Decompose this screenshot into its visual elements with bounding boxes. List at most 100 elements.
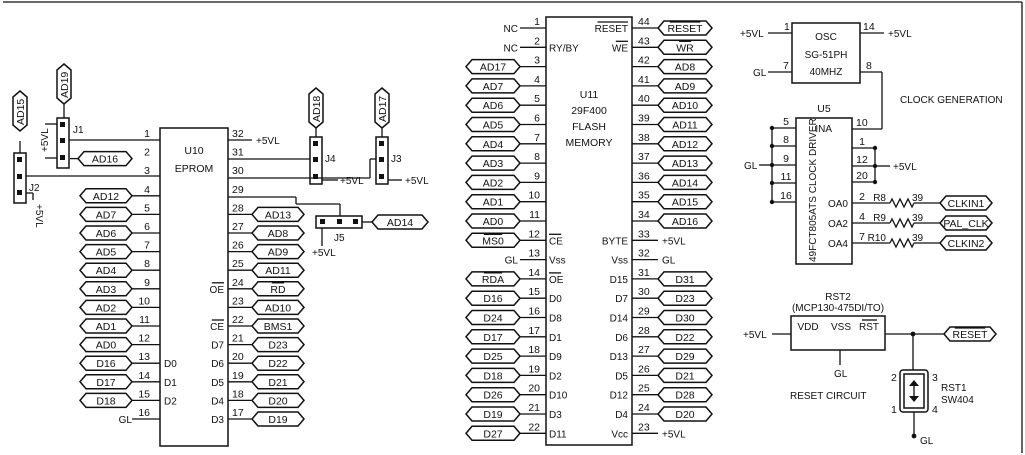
u5-out-pin-4: 4	[859, 211, 865, 223]
u11-net-WR: WR	[676, 42, 694, 54]
j1-label: J1	[73, 125, 84, 136]
u10-net-AD9: AD9	[268, 247, 289, 259]
jumper-ad15-tag	[12, 90, 28, 132]
sw-pin3: 3	[932, 372, 938, 384]
j2-5vl: +5VL	[33, 204, 44, 228]
u10-net-D21-tag	[251, 374, 305, 390]
u5-res-ref-R8: R8	[873, 193, 886, 204]
u10-net-AD8: AD8	[268, 228, 289, 240]
rst-part: (MCP130-475DI/TO)	[792, 303, 884, 314]
u5-res-val-R8: 39	[912, 193, 924, 204]
u11-pin-35-num: 35	[638, 190, 650, 202]
u11-net-AD13: AD13	[672, 158, 698, 170]
j3-pin	[379, 141, 384, 146]
u10-net-RD-tag	[251, 281, 305, 297]
u11-pin-26-label: D5	[615, 371, 628, 382]
u11-pin-15-num: 15	[528, 286, 540, 298]
sw-arrow-down-icon	[909, 396, 919, 402]
u11-net-AD16: AD16	[672, 216, 698, 228]
u11-net-AD6: AD6	[483, 100, 504, 112]
u11-pin-34-num: 34	[638, 209, 650, 221]
u11-net-MS0: MS0	[482, 235, 504, 247]
u11-pin-24-num: 24	[638, 402, 650, 414]
u11-pin-32-label: Vss	[611, 256, 628, 267]
u11-net-AD14-tag	[657, 174, 713, 191]
rst-rst: RST	[859, 322, 879, 333]
u11-pin-27-label: D13	[610, 352, 629, 363]
u11-net-AD16-tag	[657, 213, 713, 229]
u5-left-pin-9: 9	[783, 153, 789, 165]
u11-net-D27: D27	[483, 428, 502, 440]
osc-pin7: 7	[783, 60, 789, 72]
j2-label: J2	[29, 183, 40, 194]
u11-net-5vl-23: +5VL	[662, 429, 686, 440]
u11-net-D28-tag	[657, 386, 713, 403]
u11-net-D25-tag	[465, 348, 521, 364]
rst-net-out-tag	[943, 326, 997, 342]
u11-pin-28-label: D6	[615, 333, 628, 344]
rst-title: RESET CIRCUIT	[790, 391, 867, 402]
u10-pin-25-num: 25	[232, 258, 244, 270]
u5-left-pin-11: 11	[781, 171, 792, 183]
u11-net-AD6-tag	[465, 97, 521, 113]
rst-plus: +5VL	[743, 330, 767, 341]
j4-pin	[313, 157, 318, 162]
u11-net-gl-32: GL	[662, 256, 676, 267]
u11-net-AD4: AD4	[483, 139, 504, 151]
u11-pin-23-label: Vcc	[611, 429, 628, 440]
u5-left-pin-5: 5	[783, 116, 789, 128]
u5-resistor-R10	[889, 237, 915, 249]
u10-pin-23-num: 23	[232, 295, 244, 307]
u10-net-5vl: +5VL	[256, 136, 280, 147]
u11-pin-2-num: 2	[534, 35, 540, 47]
u10-net-AD2: AD2	[96, 302, 117, 314]
osc-net-in: +5VL	[740, 29, 764, 40]
u11-net-AD4-tag	[465, 136, 521, 152]
u5-right-junction	[872, 179, 878, 185]
u11-net-AD17-tag	[465, 58, 521, 75]
sw-pin4: 4	[932, 404, 938, 416]
j1-pin	[60, 138, 65, 143]
u11-pin-12-label: CE	[549, 236, 563, 247]
u5-out-OA2: OA2	[828, 219, 848, 230]
u10-pin-30-num: 30	[232, 165, 244, 177]
u10-pin-14-label: D1	[164, 378, 177, 389]
u11-net-D31-tag	[657, 271, 713, 287]
u11-net-D27-tag	[465, 425, 521, 442]
j3-label: J3	[391, 154, 402, 165]
u11-net-D18: D18	[483, 370, 502, 382]
u10-net-D23: D23	[268, 340, 287, 352]
u11-pin-11-num: 11	[529, 209, 540, 221]
u10-net-AD6: AD6	[96, 228, 117, 240]
u10-net-D23-tag	[251, 336, 305, 353]
u10-net-D20: D20	[268, 395, 287, 407]
u5-out-pin-2: 2	[859, 191, 865, 203]
u10-pin-13-label: D0	[164, 359, 177, 370]
u10-pin-28-num: 28	[232, 202, 244, 214]
u10-net-AD5: AD5	[96, 247, 117, 259]
u11-pin-20-num: 20	[528, 383, 540, 395]
u10-net-AD9-tag	[251, 243, 305, 260]
j1-pin	[60, 155, 65, 160]
u10-net-AD4-tag	[79, 262, 133, 278]
j5-pin	[353, 219, 358, 224]
u11-pin-39-num: 39	[638, 113, 650, 125]
u11-net-AD15: AD15	[672, 197, 698, 209]
u10-net-AD12-tag	[79, 188, 133, 204]
u10-net-AD3: AD3	[96, 284, 117, 296]
sw-pin1: 1	[891, 404, 897, 416]
static-wiring: U10 EPROM J1 +5VL J2 +5VL J4 +5VL	[3, 1, 1023, 453]
u10-net-AD2-tag	[79, 299, 133, 316]
u11-pin-5-num: 5	[534, 93, 540, 105]
u10-net-BMS1: BMS1	[264, 321, 293, 333]
u10-net-AD12: AD12	[93, 191, 119, 203]
u10-net-D18-tag	[79, 392, 133, 409]
u11-pin-21-num: 21	[528, 402, 540, 414]
j5-pin	[320, 219, 325, 224]
u5-net-CLKIN2: CLKIN2	[948, 238, 985, 250]
u11-pin-38-num: 38	[638, 132, 650, 144]
u11-net-AD3-tag	[465, 155, 521, 171]
u5-res-val-R10: 39	[912, 233, 924, 244]
u11-pin-29-num: 29	[638, 306, 650, 318]
u5-right-junction	[872, 145, 878, 151]
